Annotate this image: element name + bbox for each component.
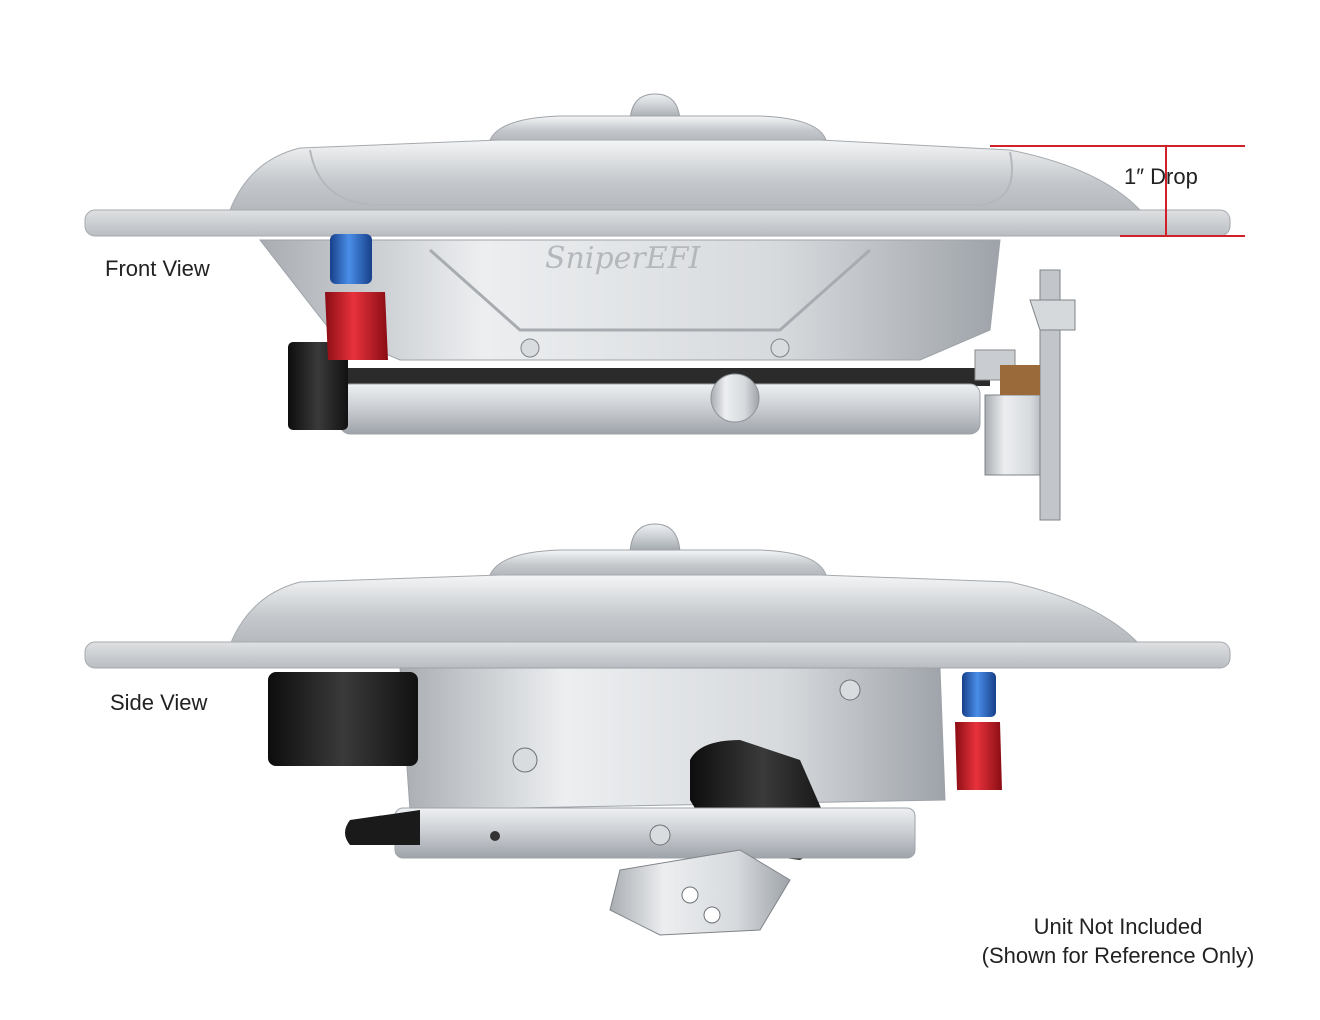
drop-dimension [990, 145, 1245, 237]
front-blue-fitting [330, 234, 372, 284]
sniper-logo: SniperEFI [545, 241, 701, 276]
drop-dimension-label: 1″ Drop [1124, 164, 1198, 189]
side-red-fitting [955, 722, 1002, 790]
side-blue-fitting [962, 672, 996, 717]
side-linkage-plate [609, 849, 791, 936]
front-view-label: Front View [105, 256, 210, 281]
side-view-unit [84, 523, 1231, 936]
front-red-fitting [325, 292, 388, 360]
note-line-2: (Shown for Reference Only) [981, 943, 1255, 968]
front-sensor [288, 342, 348, 430]
front-linkage-bracket [974, 269, 1076, 521]
side-view-label: Side View [110, 690, 208, 715]
side-left-sensor [268, 672, 418, 766]
reference-note: Unit Not Included (Shown for Reference O… [960, 912, 1276, 970]
front-view-unit: SniperEFI [84, 93, 1231, 521]
note-line-1: Unit Not Included [1033, 914, 1203, 939]
